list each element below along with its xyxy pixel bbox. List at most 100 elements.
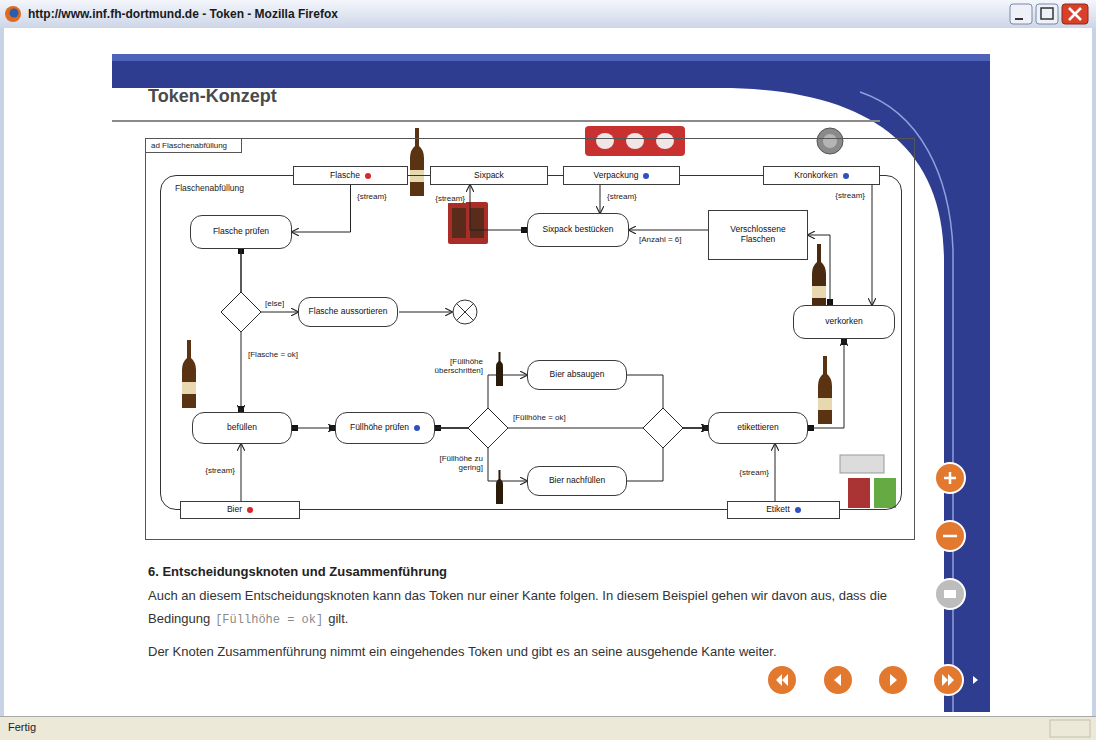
action-box: etikettieren — [708, 412, 808, 444]
object-flow — [221, 249, 241, 412]
token-dot — [365, 173, 371, 179]
labels-photo — [840, 455, 884, 473]
nav-button — [878, 665, 908, 695]
object-node: Sixpack — [430, 166, 548, 185]
object-flow — [470, 185, 527, 230]
object-flow — [872, 185, 873, 305]
paragraph-text: gilt. — [328, 611, 348, 626]
bottle-photo — [496, 470, 503, 504]
object-flow — [241, 444, 242, 501]
window-border — [1092, 28, 1096, 718]
object-flow — [600, 185, 601, 213]
guard-label: {stream} — [826, 191, 866, 200]
action-name: etikettieren — [737, 423, 779, 433]
cap-photo — [817, 128, 843, 154]
slide-stripe — [112, 54, 990, 61]
slide-title: Token-Konzept — [148, 86, 277, 107]
object-node: Flasche — [293, 166, 408, 185]
object-name: Kronkorken — [794, 171, 837, 181]
object-name: Verschlossene Flaschen — [714, 225, 802, 245]
guard-label: {stream} — [356, 192, 388, 201]
status-text: Fertig — [8, 721, 36, 733]
nav-button — [935, 521, 965, 551]
object-box: Verschlossene Flaschen — [708, 210, 808, 260]
status-panel — [1050, 720, 1090, 737]
merge-diamond — [643, 408, 683, 448]
action-box: Flasche prüfen — [190, 215, 292, 249]
token-dot — [247, 507, 253, 513]
minimize-button — [1010, 4, 1032, 24]
action-box: Sixpack bestücken — [527, 213, 629, 247]
object-name: Verpackung — [594, 171, 639, 181]
guard-label: [Füllhöhe zu gering] — [418, 454, 484, 472]
activity-region: FlaschenabfüllungFlascheSixpackVerpackun… — [160, 175, 902, 510]
browser-icon — [10, 9, 19, 18]
guard-label: {stream} — [196, 466, 236, 475]
object-flow — [241, 249, 298, 312]
object-name: Etikett — [766, 505, 790, 515]
nav-buttons — [767, 463, 978, 695]
object-node: Etikett — [727, 501, 840, 519]
guard-label: [Flasche = ok] — [247, 350, 299, 359]
flow-final — [457, 304, 474, 321]
action-name: Füllhöhe prüfen — [350, 423, 409, 433]
window-border — [0, 28, 4, 718]
photo-decorations — [182, 126, 896, 508]
token-dot — [643, 173, 649, 179]
object-flow — [435, 408, 708, 428]
action-name: Bier nachfüllen — [549, 476, 605, 486]
code-snippet: [Füllhöhe = ok] — [215, 613, 323, 627]
object-flow — [775, 444, 776, 501]
bottle-photo — [182, 340, 196, 408]
guard-label: {stream} — [730, 468, 770, 477]
guard-label: [Füllhöhe überschritten] — [418, 357, 484, 375]
diagram-frame: ad FlaschenabfüllungFlaschenabfüllungFla… — [145, 138, 915, 540]
action-name: Bier absaugen — [550, 370, 605, 380]
slide-band — [112, 54, 990, 712]
action-name: Sixpack bestücken — [543, 225, 614, 235]
activity-name: Flaschenabfüllung — [175, 183, 244, 193]
nav-button — [823, 665, 853, 695]
nav-button — [933, 665, 963, 695]
maximize-button — [1036, 4, 1058, 24]
object-node: Kronkorken — [763, 166, 880, 185]
guard-label: {stream} — [606, 192, 638, 201]
action-name: Flasche aussortieren — [309, 307, 388, 317]
object-name: Flasche — [330, 171, 360, 181]
guard-label: [else] — [264, 299, 285, 308]
object-flow — [808, 235, 830, 305]
action-box: befüllen — [192, 412, 292, 444]
paragraph: Auch an diesem Entscheidungsknoten kann … — [148, 584, 893, 632]
status-bar — [0, 716, 1096, 740]
title-bar — [0, 0, 1096, 28]
bottle-photo — [496, 352, 503, 386]
sixpack-photo — [448, 202, 488, 244]
crown-caps-photo — [585, 126, 685, 156]
object-flow — [292, 185, 351, 232]
window-title: http://www.inf.fh-dortmund.de - Token - … — [28, 7, 338, 21]
bottle-photo — [818, 356, 832, 424]
nav-button — [935, 579, 965, 609]
decision-diamond — [468, 408, 508, 448]
action-box: Bier nachfüllen — [527, 466, 627, 496]
close-button — [1062, 4, 1088, 24]
slide-frame — [112, 54, 990, 712]
object-flow — [292, 428, 335, 429]
token-dot — [414, 425, 420, 431]
flow-final — [453, 300, 477, 324]
heading-rule — [112, 120, 880, 122]
labels-photo — [848, 478, 870, 508]
action-box: Bier absaugen — [527, 360, 627, 390]
object-name: Sixpack — [474, 171, 504, 181]
object-flow — [627, 428, 708, 481]
action-name: Flasche prüfen — [213, 227, 269, 237]
paragraph: Der Knoten Zusammenführung nimmt ein ein… — [148, 640, 893, 663]
object-flow — [629, 230, 708, 231]
action-box: Füllhöhe prüfen — [335, 412, 435, 444]
action-name: verkorken — [825, 317, 862, 327]
token-dot — [795, 507, 801, 513]
object-node: Bier — [180, 501, 300, 519]
token-dot — [843, 173, 849, 179]
decision-diamond — [221, 292, 261, 332]
